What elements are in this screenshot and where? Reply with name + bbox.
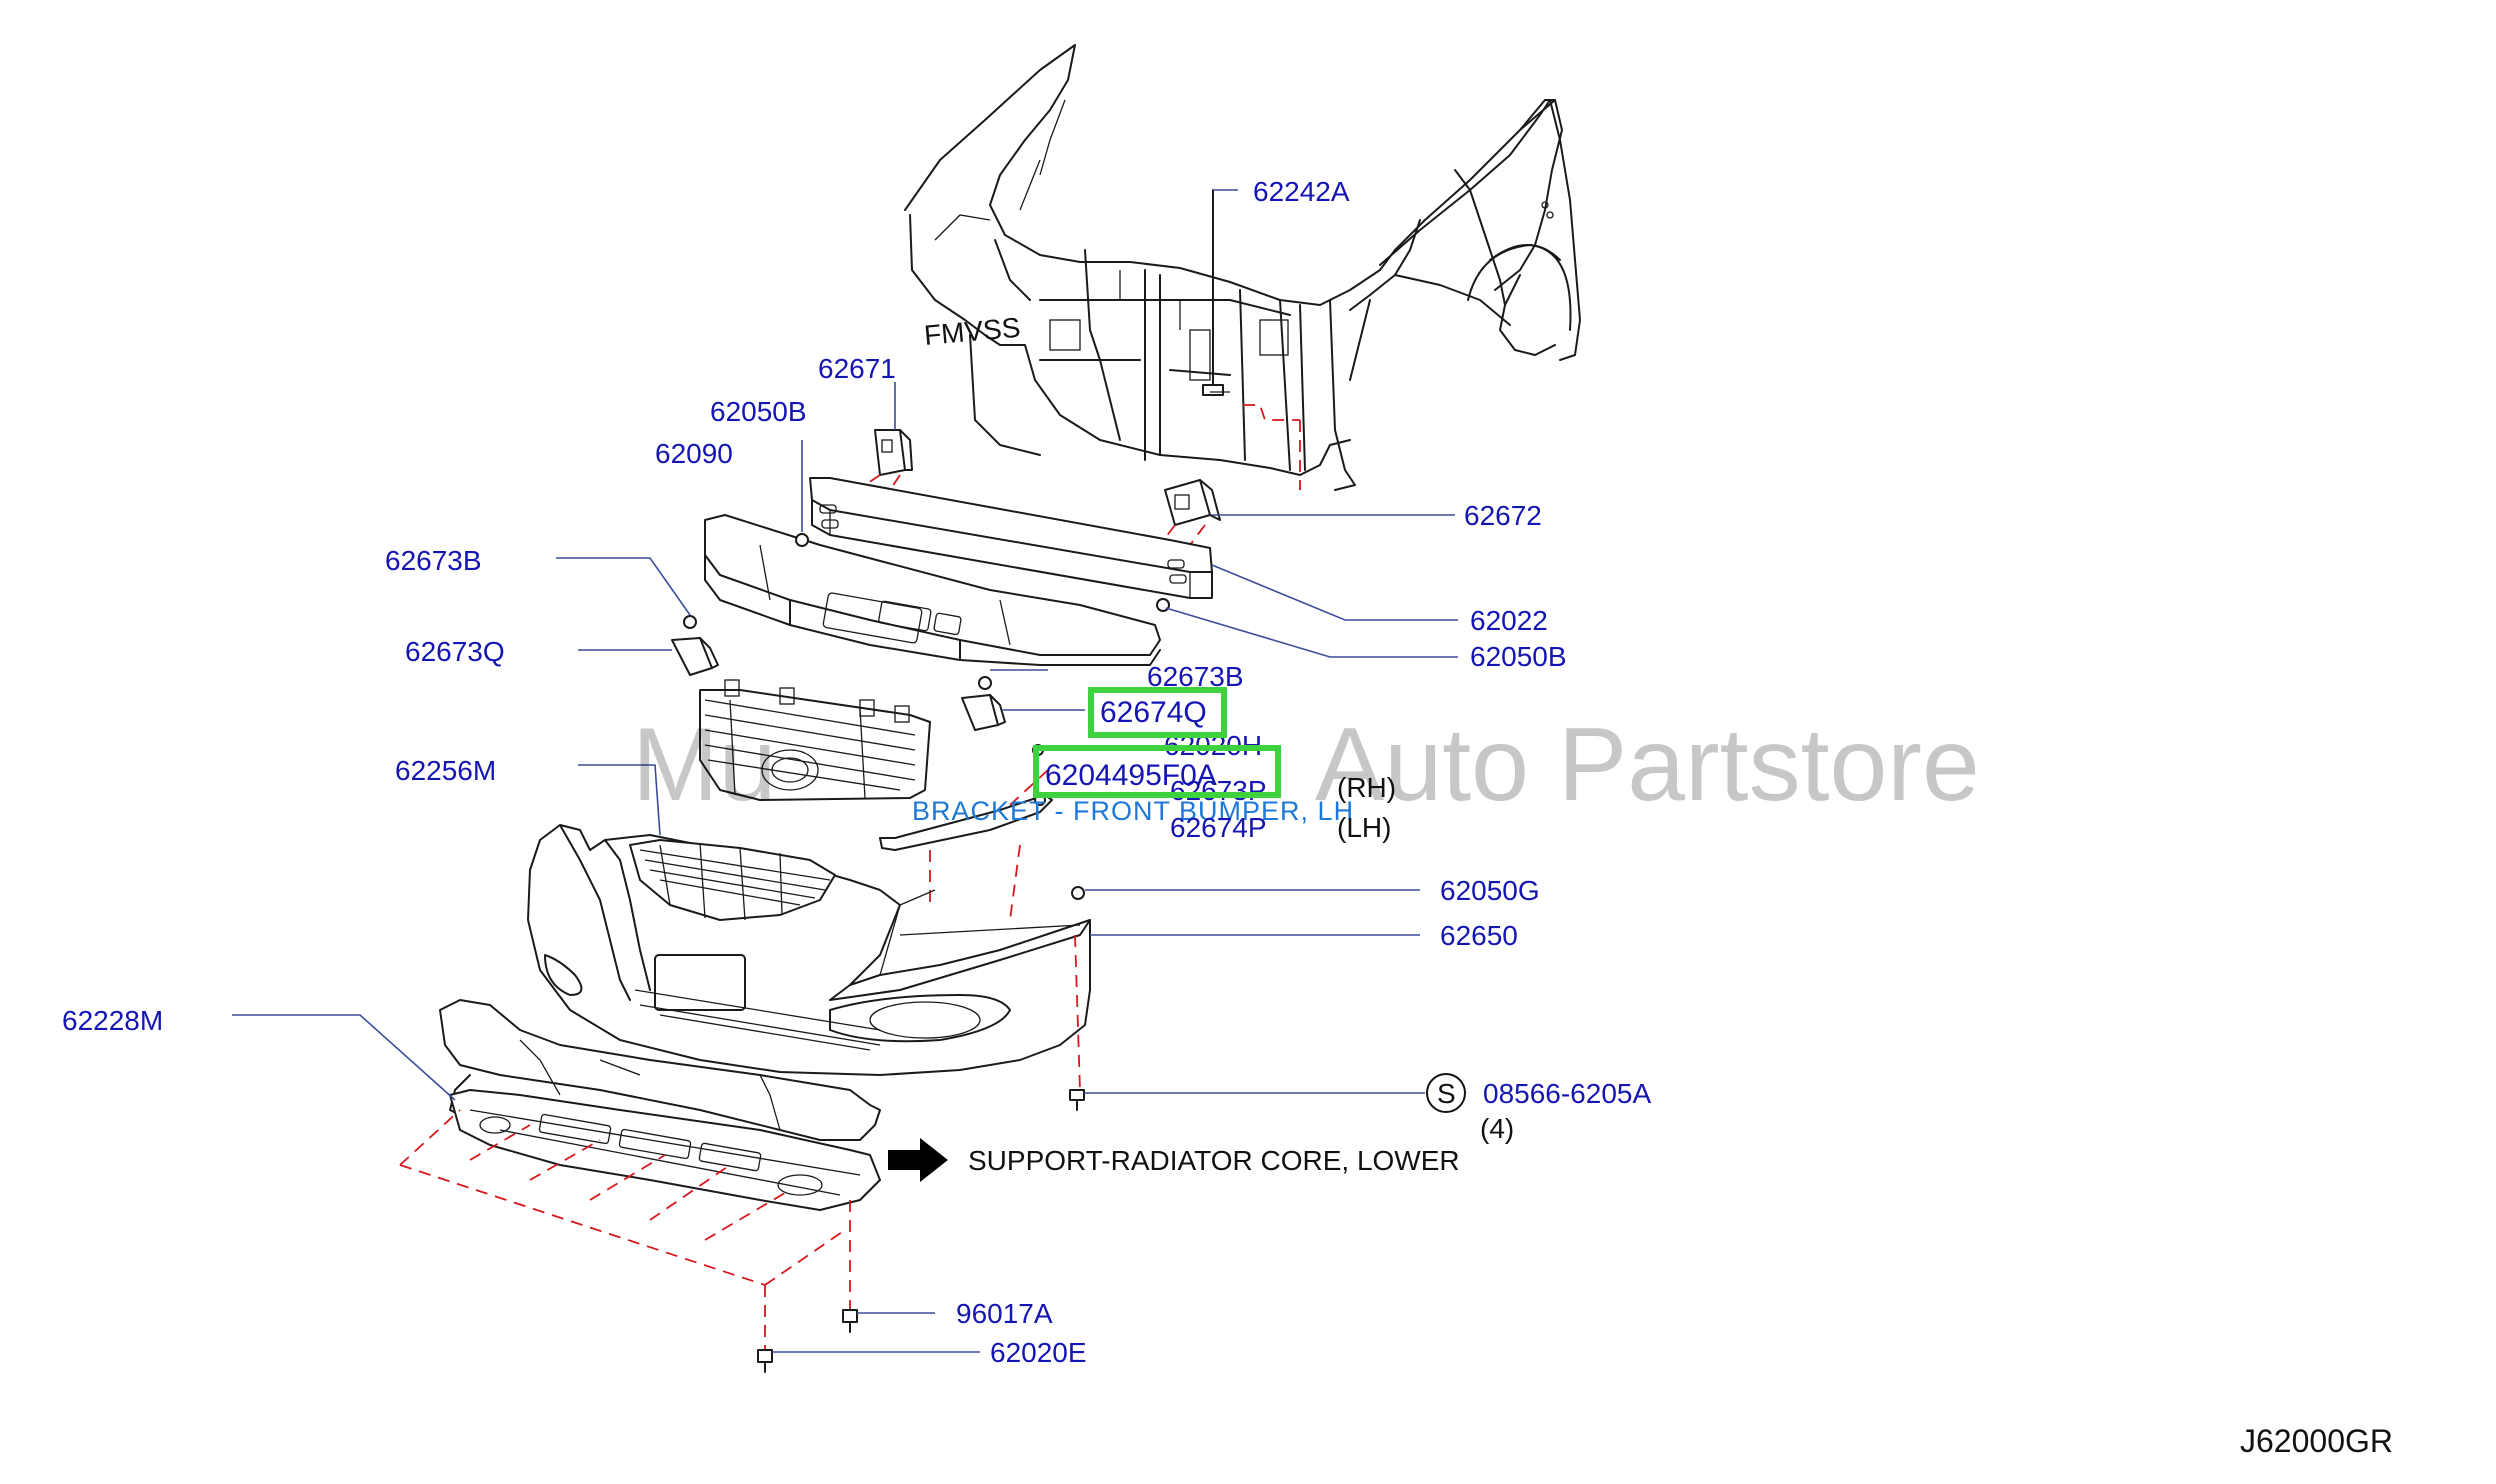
clip-62050B-right: [1156, 598, 1170, 612]
reinforcement-62022: [809, 477, 1213, 599]
label-62020E: 62020E: [990, 1337, 1087, 1368]
clip-62050G: [1071, 886, 1085, 900]
clip-62050B-top: [795, 440, 809, 547]
absorber-62090: [704, 514, 1161, 666]
splash-shield-62228M: [439, 999, 881, 1211]
label-62674P: 62674P: [1170, 812, 1267, 843]
label-6204495F0A: 6204495F0A: [1045, 759, 1217, 792]
label-62671: 62671: [818, 353, 896, 384]
watermark-text: Mu: [632, 707, 776, 823]
label-96017A: 96017A: [956, 1298, 1053, 1329]
label-62673Q: 62673Q: [405, 636, 505, 667]
highlight-62674Q: [1088, 687, 1227, 738]
label-62228M: 62228M: [62, 1005, 163, 1036]
s-symbol-circle: [1426, 1073, 1466, 1113]
label-62674Q: 62674Q: [1100, 696, 1207, 729]
label-62673B-mid: 62673B: [1147, 661, 1244, 692]
label-lh: (LH): [1337, 812, 1391, 843]
highlight-6204495F0A: [1033, 745, 1281, 798]
radiator-core-support: FMVSS: [904, 44, 1563, 491]
label-62673B-left: 62673B: [385, 545, 482, 576]
label-62673P: 62673P: [1170, 775, 1267, 806]
diagram-code: J62000GR: [2240, 1423, 2393, 1459]
bracket-62672: [1164, 479, 1221, 526]
label-quantity-4: (4): [1480, 1113, 1514, 1144]
front-bumper-62650: [527, 824, 1091, 1076]
s-symbol: S: [1437, 1078, 1456, 1109]
screw-62020E: [757, 1349, 773, 1373]
label-62672: 62672: [1464, 500, 1542, 531]
label-62050B-right: 62050B: [1470, 641, 1567, 672]
label-rh: (RH): [1337, 772, 1396, 803]
bracket-62671: [874, 382, 913, 476]
clip-62673B-left: [683, 615, 697, 629]
label-62256M: 62256M: [395, 755, 496, 786]
clip-62673B-mid: [978, 676, 992, 690]
bracket-62674Q: [961, 694, 1006, 731]
support-radiator-note: SUPPORT-RADIATOR CORE, LOWER: [968, 1145, 1460, 1176]
label-62050B-top: 62050B: [710, 396, 807, 427]
bracket-62673Q-left: [671, 637, 719, 676]
label-62650: 62650: [1440, 920, 1518, 951]
leader-lines: [232, 189, 1458, 1353]
label-62050G: 62050G: [1440, 875, 1540, 906]
arrow-right-icon: [888, 1138, 948, 1182]
label-bracket-description: BRACKET - FRONT BUMPER, LH: [912, 796, 1354, 826]
label-62242A: 62242A: [1253, 176, 1350, 207]
front-fender: [1349, 99, 1581, 381]
label-08566-6205A: 08566-6205A: [1483, 1078, 1651, 1109]
watermark-text-right: Auto Partstore: [1315, 707, 1980, 823]
bolt-62242A: [1202, 189, 1230, 396]
label-62090: 62090: [655, 438, 733, 469]
screw-08566: [1069, 1089, 1085, 1111]
grille-62256M: [699, 679, 931, 801]
label-62022: 62022: [1470, 605, 1548, 636]
clip-96017A: [842, 1309, 858, 1333]
